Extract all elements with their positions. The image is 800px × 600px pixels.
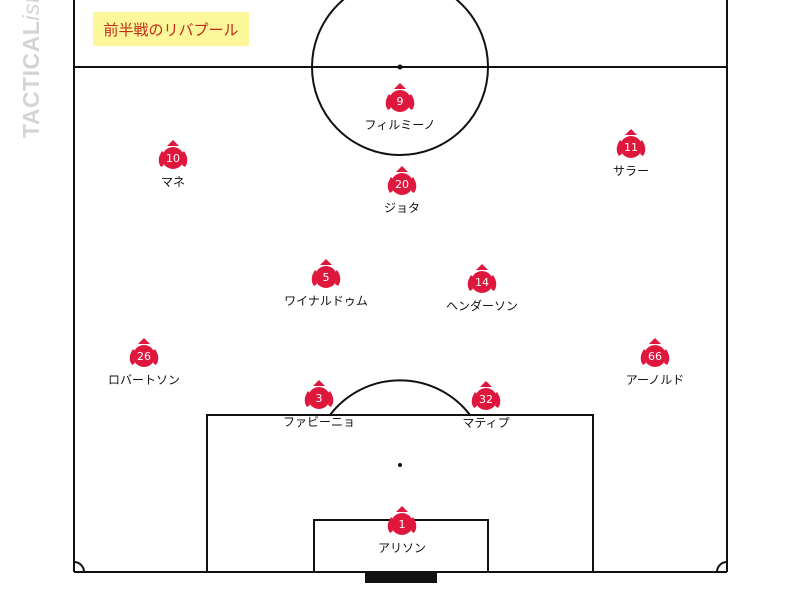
player-name: ヘンダーソン: [445, 299, 518, 313]
player-number: 66: [648, 350, 662, 363]
penalty-spot: [398, 463, 402, 467]
center-spot: [397, 64, 403, 70]
player-number: 20: [395, 178, 409, 191]
player-jota[interactable]: 20 ジョタ: [342, 165, 462, 216]
player-name: サラー: [612, 164, 649, 178]
corner-arc-left: [73, 561, 85, 573]
player-shirt-icon: 26: [129, 338, 159, 367]
player-henderson[interactable]: 14 ヘンダーソン: [422, 263, 542, 314]
player-shirt-icon: 66: [640, 338, 670, 367]
corner-arc-right: [716, 561, 728, 573]
player-shirt-icon: 1: [387, 506, 417, 535]
player-name: ファビーニョ: [282, 415, 355, 429]
player-name: アリソン: [377, 541, 426, 555]
player-number: 3: [316, 392, 323, 405]
player-alisson[interactable]: 1 アリソン: [342, 505, 462, 556]
title-label: 前半戦のリバプール: [93, 12, 249, 46]
player-matip[interactable]: 32 マティプ: [426, 380, 546, 431]
center-circle: [311, 0, 489, 156]
player-shirt-icon: 9: [385, 83, 415, 112]
player-shirt-icon: 14: [467, 264, 497, 293]
player-shirt-icon: 20: [387, 166, 417, 195]
player-robertson[interactable]: 26 ロバートソン: [84, 337, 204, 388]
player-number: 9: [397, 95, 404, 108]
title-text: 前半戦のリバプール: [103, 20, 239, 39]
player-number: 32: [479, 393, 493, 406]
player-alexander-arnold[interactable]: 66 アーノルド: [595, 337, 715, 388]
player-number: 11: [624, 141, 638, 154]
player-name: アーノルド: [625, 373, 685, 387]
player-salah[interactable]: 11 サラー: [571, 128, 691, 179]
player-number: 1: [399, 518, 406, 531]
player-shirt-icon: 3: [304, 380, 334, 409]
player-name: マティプ: [462, 416, 510, 430]
player-name: ロバートソン: [107, 373, 180, 387]
player-number: 14: [475, 276, 489, 289]
player-firmino[interactable]: 9 フィルミーノ: [340, 82, 460, 133]
player-mane[interactable]: 10 マネ: [113, 139, 233, 190]
player-shirt-icon: 11: [616, 129, 646, 158]
player-number: 26: [137, 350, 151, 363]
player-name: フィルミーノ: [364, 118, 436, 132]
watermark-logo: TACTICALista: [18, 0, 44, 138]
player-shirt-icon: 10: [158, 140, 188, 169]
player-shirt-icon: 32: [471, 381, 501, 410]
player-name: ワイナルドゥム: [284, 294, 368, 308]
player-wijnaldum[interactable]: 5 ワイナルドゥム: [266, 258, 386, 309]
player-number: 5: [323, 271, 330, 284]
player-shirt-icon: 5: [311, 259, 341, 288]
player-name: マネ: [160, 175, 185, 189]
player-fabinho[interactable]: 3 ファビーニョ: [259, 379, 379, 430]
player-number: 10: [166, 152, 180, 165]
goal: [365, 572, 437, 583]
penalty-arc: [329, 379, 471, 416]
player-name: ジョタ: [383, 201, 420, 215]
